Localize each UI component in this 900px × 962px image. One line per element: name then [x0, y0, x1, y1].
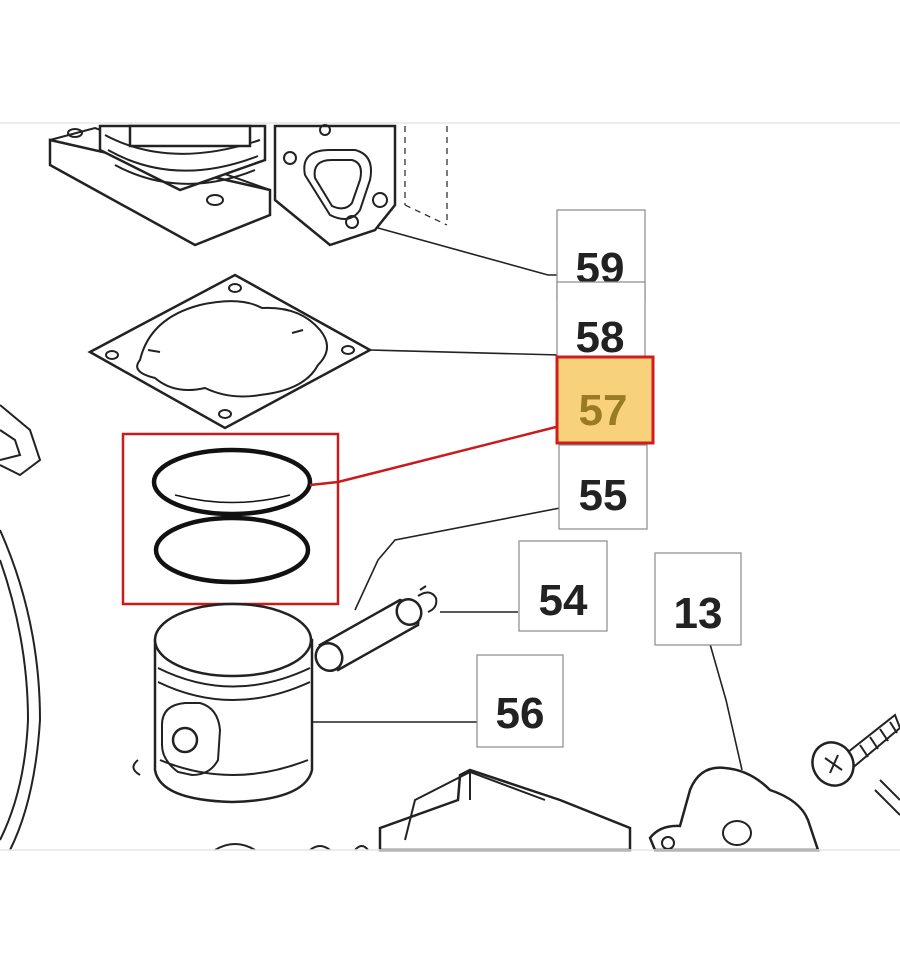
leader-59 [377, 227, 560, 276]
screw-part [811, 713, 900, 816]
cylinder-gasket-part [87, 273, 373, 430]
part-label-56[interactable]: 56 [476, 654, 564, 748]
piston-pin-part [314, 597, 423, 673]
part-label-55[interactable]: 55 [558, 444, 648, 530]
circlip-part [417, 585, 438, 613]
flange-part [648, 766, 820, 852]
svg-text:13: 13 [674, 589, 723, 638]
svg-text:55: 55 [579, 471, 628, 520]
svg-text:57: 57 [579, 386, 628, 435]
part-label-57[interactable]: 57 [555, 355, 655, 445]
piston-rings-part [151, 447, 313, 585]
piston-part [132, 602, 314, 804]
leader-57 [309, 425, 557, 487]
part-label-13[interactable]: 13 [654, 552, 742, 646]
leader-55 [354, 507, 561, 611]
svg-text:56: 56 [496, 689, 545, 738]
leader-13 [705, 629, 743, 771]
svg-text:58: 58 [576, 313, 625, 362]
part-label-54[interactable]: 54 [518, 540, 608, 632]
svg-text:54: 54 [539, 576, 588, 625]
cylinder-part [48, 124, 448, 247]
leader-58 [369, 349, 561, 356]
left-edge-part [0, 404, 42, 851]
